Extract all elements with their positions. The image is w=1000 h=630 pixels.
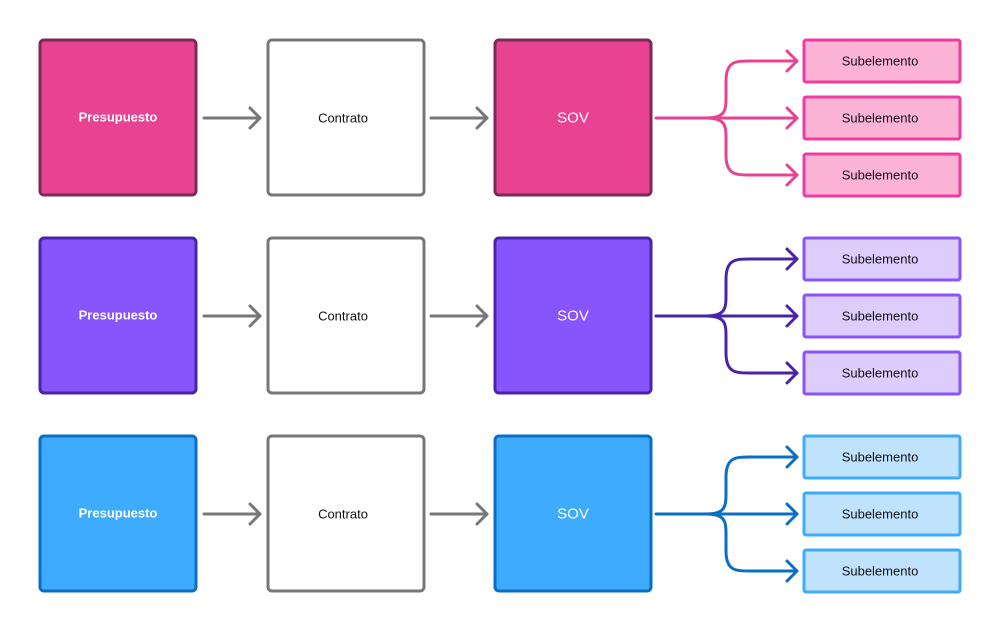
arrow-budget-to-contract [202,304,262,328]
contract-box [266,434,426,593]
sub-item-3: Subelemento [802,350,962,396]
branch-arrowhead [785,445,799,469]
sub-box [802,95,962,141]
arrow-contract-to-sov [429,106,489,130]
branch-arrowhead [785,304,799,328]
arrow-contract-to-sov-head [475,106,489,130]
sub-label: Subelemento [842,168,919,183]
sov-label: SOV [557,110,589,127]
sub-item-2: Subelemento [802,491,962,537]
arrow-budget-to-contract-head [248,304,262,328]
sov-box [493,38,653,197]
sub-label: Subelemento [842,507,919,522]
budget-label: Presupuesto [79,308,158,323]
contract-label: Contrato [318,507,368,522]
budget-label: Presupuesto [79,110,158,125]
arrow-contract-to-sov [429,502,489,526]
contract-box [266,236,426,395]
branch-lower [704,314,799,375]
branch-arrowhead [785,502,799,526]
arrow-budget-to-contract-head [248,502,262,526]
branch-lower [704,512,799,573]
sub-label: Subelemento [842,450,919,465]
sub-box [802,491,962,537]
branch-arrowhead [785,163,799,187]
sov-box [493,434,653,593]
contract-label: Contrato [318,111,368,126]
sov-label: SOV [557,308,589,325]
sub-label: Subelemento [842,54,919,69]
arrow-contract-to-sov-head [475,502,489,526]
sub-box [802,350,962,396]
branch-arrowhead [785,559,799,583]
arrow-budget-to-contract-head [248,106,262,130]
branch-arrowhead [785,49,799,73]
sub-box [802,236,962,282]
sub-item-1: Subelemento [802,434,962,480]
branch-lower [704,116,799,177]
sub-item-1: Subelemento [802,236,962,282]
branch-upper [704,455,799,516]
sov-label: SOV [557,506,589,523]
sub-item-1: Subelemento [802,38,962,84]
contract-box [266,38,426,197]
arrow-budget-to-contract [202,502,262,526]
budget-box [38,38,198,197]
arrow-contract-to-sov [429,304,489,328]
sub-label: Subelemento [842,564,919,579]
sub-item-3: Subelemento [802,548,962,594]
branch-arrowhead [785,361,799,385]
sub-label: Subelemento [842,252,919,267]
sub-item-3: Subelemento [802,152,962,198]
contract-label: Contrato [318,309,368,324]
sov-box [493,236,653,395]
sub-label: Subelemento [842,309,919,324]
sub-box [802,548,962,594]
budget-label: Presupuesto [79,506,158,521]
branch-upper [704,257,799,318]
branch-arrowhead [785,247,799,271]
sub-item-2: Subelemento [802,95,962,141]
sub-box [802,152,962,198]
branch-arrowhead [785,106,799,130]
arrow-budget-to-contract [202,106,262,130]
budget-box [38,236,198,395]
branch-upper [704,59,799,120]
sub-label: Subelemento [842,111,919,126]
sub-item-2: Subelemento [802,293,962,339]
sub-box [802,293,962,339]
sub-box [802,434,962,480]
arrow-contract-to-sov-head [475,304,489,328]
budget-box [38,434,198,593]
sub-box [802,38,962,84]
sub-label: Subelemento [842,366,919,381]
